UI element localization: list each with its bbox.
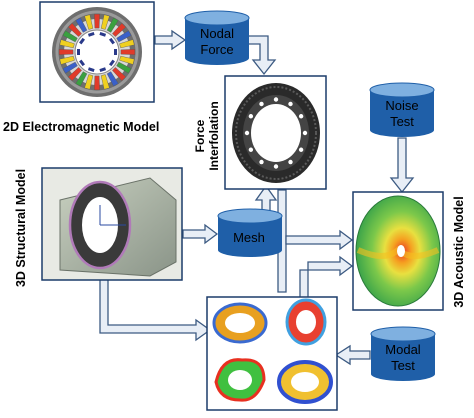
structural-model-image xyxy=(41,167,183,281)
acoustic-model-image xyxy=(352,191,444,311)
em-magnet xyxy=(108,37,115,45)
em-magnet xyxy=(79,59,86,67)
force-interp-tooth xyxy=(273,164,279,169)
mode-shape-4 xyxy=(277,360,333,404)
em-slot xyxy=(112,22,127,37)
em-slot xyxy=(106,71,119,87)
mode-shape-3 xyxy=(214,358,266,402)
arrow-modal-to-acoustic xyxy=(299,255,354,301)
force-interp-tooth xyxy=(298,147,304,152)
arrow-structural-to-mesh xyxy=(182,223,219,245)
mode-shape-1 xyxy=(212,302,268,344)
em-slot xyxy=(62,30,78,43)
em-slot xyxy=(119,39,135,49)
arrow-noise-to-acoustic xyxy=(389,137,415,194)
force-interp-tooth xyxy=(298,114,304,119)
force-interpolation-image xyxy=(224,75,327,190)
em-slot xyxy=(84,14,94,30)
em-slot xyxy=(75,71,88,87)
em-magnet xyxy=(87,67,95,72)
em-slot xyxy=(59,55,75,65)
em-slot xyxy=(84,74,94,90)
em-slot xyxy=(106,17,119,33)
noise-test-line2: Test xyxy=(390,114,414,129)
em-slot xyxy=(119,55,135,65)
force-interp-tooth xyxy=(302,130,308,136)
nodal-force-database: Nodal Force xyxy=(184,10,250,65)
em-slot xyxy=(100,74,110,90)
em-slot xyxy=(67,67,82,82)
em-magnet xyxy=(99,32,107,37)
em-magnet xyxy=(79,37,86,45)
em-magnet xyxy=(77,49,80,55)
force-interp-tooth xyxy=(259,101,264,107)
force-interp-tooth xyxy=(248,147,254,152)
arrow-em-to-nodal xyxy=(154,29,187,51)
mode-shape-2 xyxy=(285,298,327,346)
em-magnet xyxy=(87,32,95,37)
modal-results-image xyxy=(206,296,338,411)
modal-test-line2: Test xyxy=(391,358,415,373)
em-magnet xyxy=(114,49,117,55)
noise-test-line1: Noise xyxy=(385,98,418,113)
em-slot xyxy=(120,49,136,55)
force-interp-label-line1: Force xyxy=(193,119,207,152)
em-slot xyxy=(67,22,82,37)
em-magnet xyxy=(99,67,107,72)
mesh-line1: Mesh xyxy=(233,230,265,245)
force-interp-tooth xyxy=(244,130,250,136)
em-magnet xyxy=(108,59,115,67)
em-slot xyxy=(116,30,132,43)
em-slot xyxy=(75,17,88,33)
em-slot xyxy=(58,49,74,55)
em-slot xyxy=(62,61,78,74)
em-slot xyxy=(116,61,132,74)
em-slot xyxy=(94,75,100,91)
em-slot xyxy=(59,39,75,49)
nodal-force-line2: Force xyxy=(200,42,233,57)
structural-model-label: 3D Structural Model xyxy=(14,169,28,287)
em-slot xyxy=(100,14,110,30)
force-interp-tooth xyxy=(288,159,293,165)
em-model-image xyxy=(39,1,155,103)
em-slot xyxy=(94,13,100,29)
em-slot xyxy=(112,67,127,82)
em-model-label: 2D Electromagnetic Model xyxy=(3,120,159,134)
arrow-nodal-to-force xyxy=(247,35,277,76)
modal-test-line1: Modal xyxy=(385,342,421,357)
nodal-force-line1: Nodal xyxy=(200,26,234,41)
force-interp-tooth xyxy=(259,159,264,165)
arrow-modaltest-to-modal xyxy=(334,344,371,366)
force-interp-teeth xyxy=(244,97,308,169)
noise-test-database: Noise Test xyxy=(369,82,435,137)
em-stator-slots xyxy=(58,13,136,91)
force-interp-tooth xyxy=(248,114,254,119)
mesh-database: Mesh xyxy=(217,208,283,257)
em-rotor-magnets xyxy=(77,32,117,72)
force-interp-tooth xyxy=(273,97,279,102)
arrow-force-to-acoustic xyxy=(285,229,354,251)
modal-test-database: Modal Test xyxy=(370,326,436,381)
force-interp-tooth xyxy=(288,101,293,107)
acoustic-model-label: 3D Acoustic Model xyxy=(452,196,466,307)
force-interp-label-line2: Interfolation xyxy=(207,101,221,170)
arrow-structural-to-modal xyxy=(99,277,212,342)
